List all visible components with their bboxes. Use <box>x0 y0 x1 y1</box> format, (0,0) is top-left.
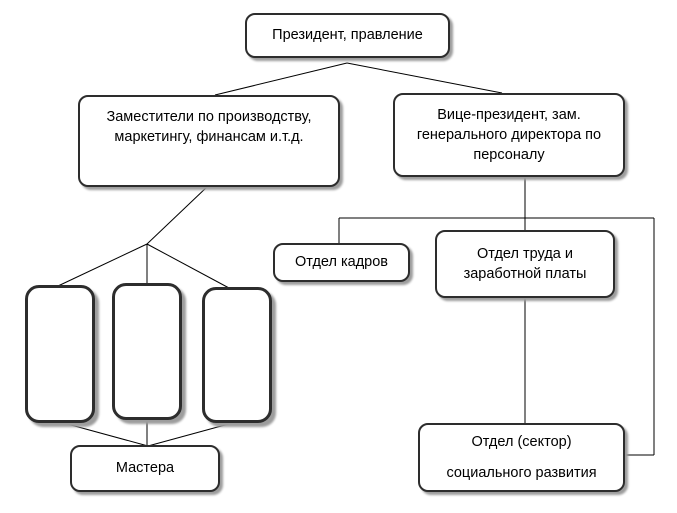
node-hr-department-label: Отдел кадров <box>295 254 388 271</box>
node-empty-unit-2 <box>112 283 182 420</box>
node-social-development: Отдел (сектор) социального развития <box>418 423 625 492</box>
node-labor-wages: Отдел труда и заработной платы <box>435 230 615 298</box>
connector-president-deputies <box>214 62 348 96</box>
node-president: Президент, правление <box>245 13 450 58</box>
node-hr-department: Отдел кадров <box>273 243 410 282</box>
node-masters: Мастера <box>70 445 220 492</box>
node-deputies: Заместители по производству, маркетингу,… <box>78 95 340 187</box>
node-deputies-line: Заместители по производству, <box>106 109 312 125</box>
node-masters-label: Мастера <box>115 460 175 477</box>
connector-empty1-masters <box>59 421 149 447</box>
connector-president-vice <box>346 62 503 94</box>
node-empty-unit-3 <box>202 287 272 423</box>
node-empty-unit-1 <box>25 285 95 423</box>
node-president-label: Президент, правление <box>272 27 423 44</box>
node-labor-wages-line: Отдел труда и <box>477 245 573 262</box>
connector-fanpoint-empty3 <box>146 243 230 289</box>
node-deputies-line: маркетингу, финансам и.т.д. <box>114 129 304 146</box>
node-vice-president: Вице-президент, зам. генерального директ… <box>393 93 625 177</box>
node-vice-president-line: Вице-президент, зам. <box>437 106 581 123</box>
node-vice-president-line: персоналу <box>473 147 545 164</box>
node-vice-president-line: генерального директора по <box>416 126 602 143</box>
node-social-development-line: социального развития <box>446 465 597 481</box>
connector-deputies-fanpoint <box>146 185 209 245</box>
node-labor-wages-line: заработной платы <box>463 266 587 282</box>
connector-fanpoint-empty1 <box>57 243 148 287</box>
node-social-development-line: Отдел (сектор) <box>471 433 572 450</box>
connector-empty3-masters <box>147 421 237 447</box>
